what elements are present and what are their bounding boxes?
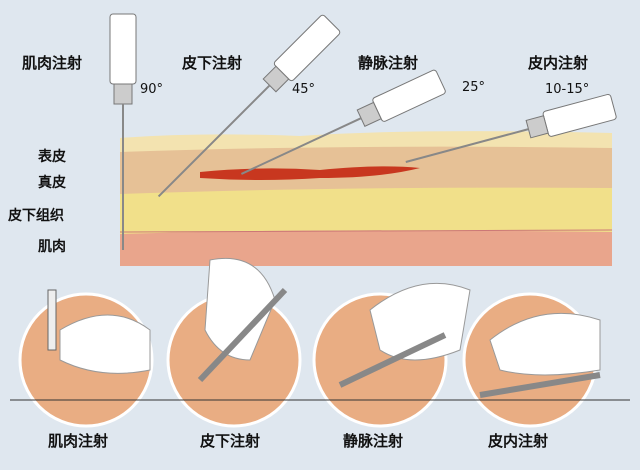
bottom-label-sc: 皮下注射 bbox=[200, 432, 261, 450]
bottom-label-iv: 静脉注射 bbox=[343, 432, 404, 450]
muscle-layer bbox=[120, 228, 612, 266]
epidermis-layer bbox=[120, 131, 612, 152]
layer-epidermis: 表皮 bbox=[38, 149, 66, 165]
circle-iv bbox=[305, 282, 471, 428]
label-sc: 皮下注射 bbox=[182, 54, 243, 72]
syringe-25-icon bbox=[240, 69, 446, 175]
syringe-45-icon bbox=[157, 14, 341, 198]
label-id: 皮内注射 bbox=[528, 54, 589, 72]
angle-id: 10-15° bbox=[545, 82, 590, 97]
label-iv: 静脉注射 bbox=[358, 54, 419, 72]
circle-im bbox=[10, 289, 165, 428]
bottom-label-im: 肌肉注射 bbox=[48, 432, 109, 450]
circle-sc bbox=[160, 257, 310, 428]
layer-subcutaneous: 皮下组织 bbox=[8, 208, 64, 224]
label-im: 肌肉注射 bbox=[22, 54, 83, 72]
layer-dermis: 真皮 bbox=[38, 175, 66, 191]
syringe-10-15-icon bbox=[405, 93, 617, 163]
subcutaneous-layer bbox=[120, 185, 612, 234]
angle-iv: 25° bbox=[462, 80, 486, 95]
skin-cross-section bbox=[119, 131, 613, 266]
vein bbox=[200, 166, 420, 180]
circle-id bbox=[455, 292, 630, 428]
bottom-label-id: 皮内注射 bbox=[488, 432, 549, 450]
layer-muscle: 肌肉 bbox=[38, 239, 66, 255]
angle-sc: 45° bbox=[292, 82, 316, 97]
angle-im: 90° bbox=[140, 82, 164, 97]
syringe-90-icon bbox=[109, 13, 137, 250]
